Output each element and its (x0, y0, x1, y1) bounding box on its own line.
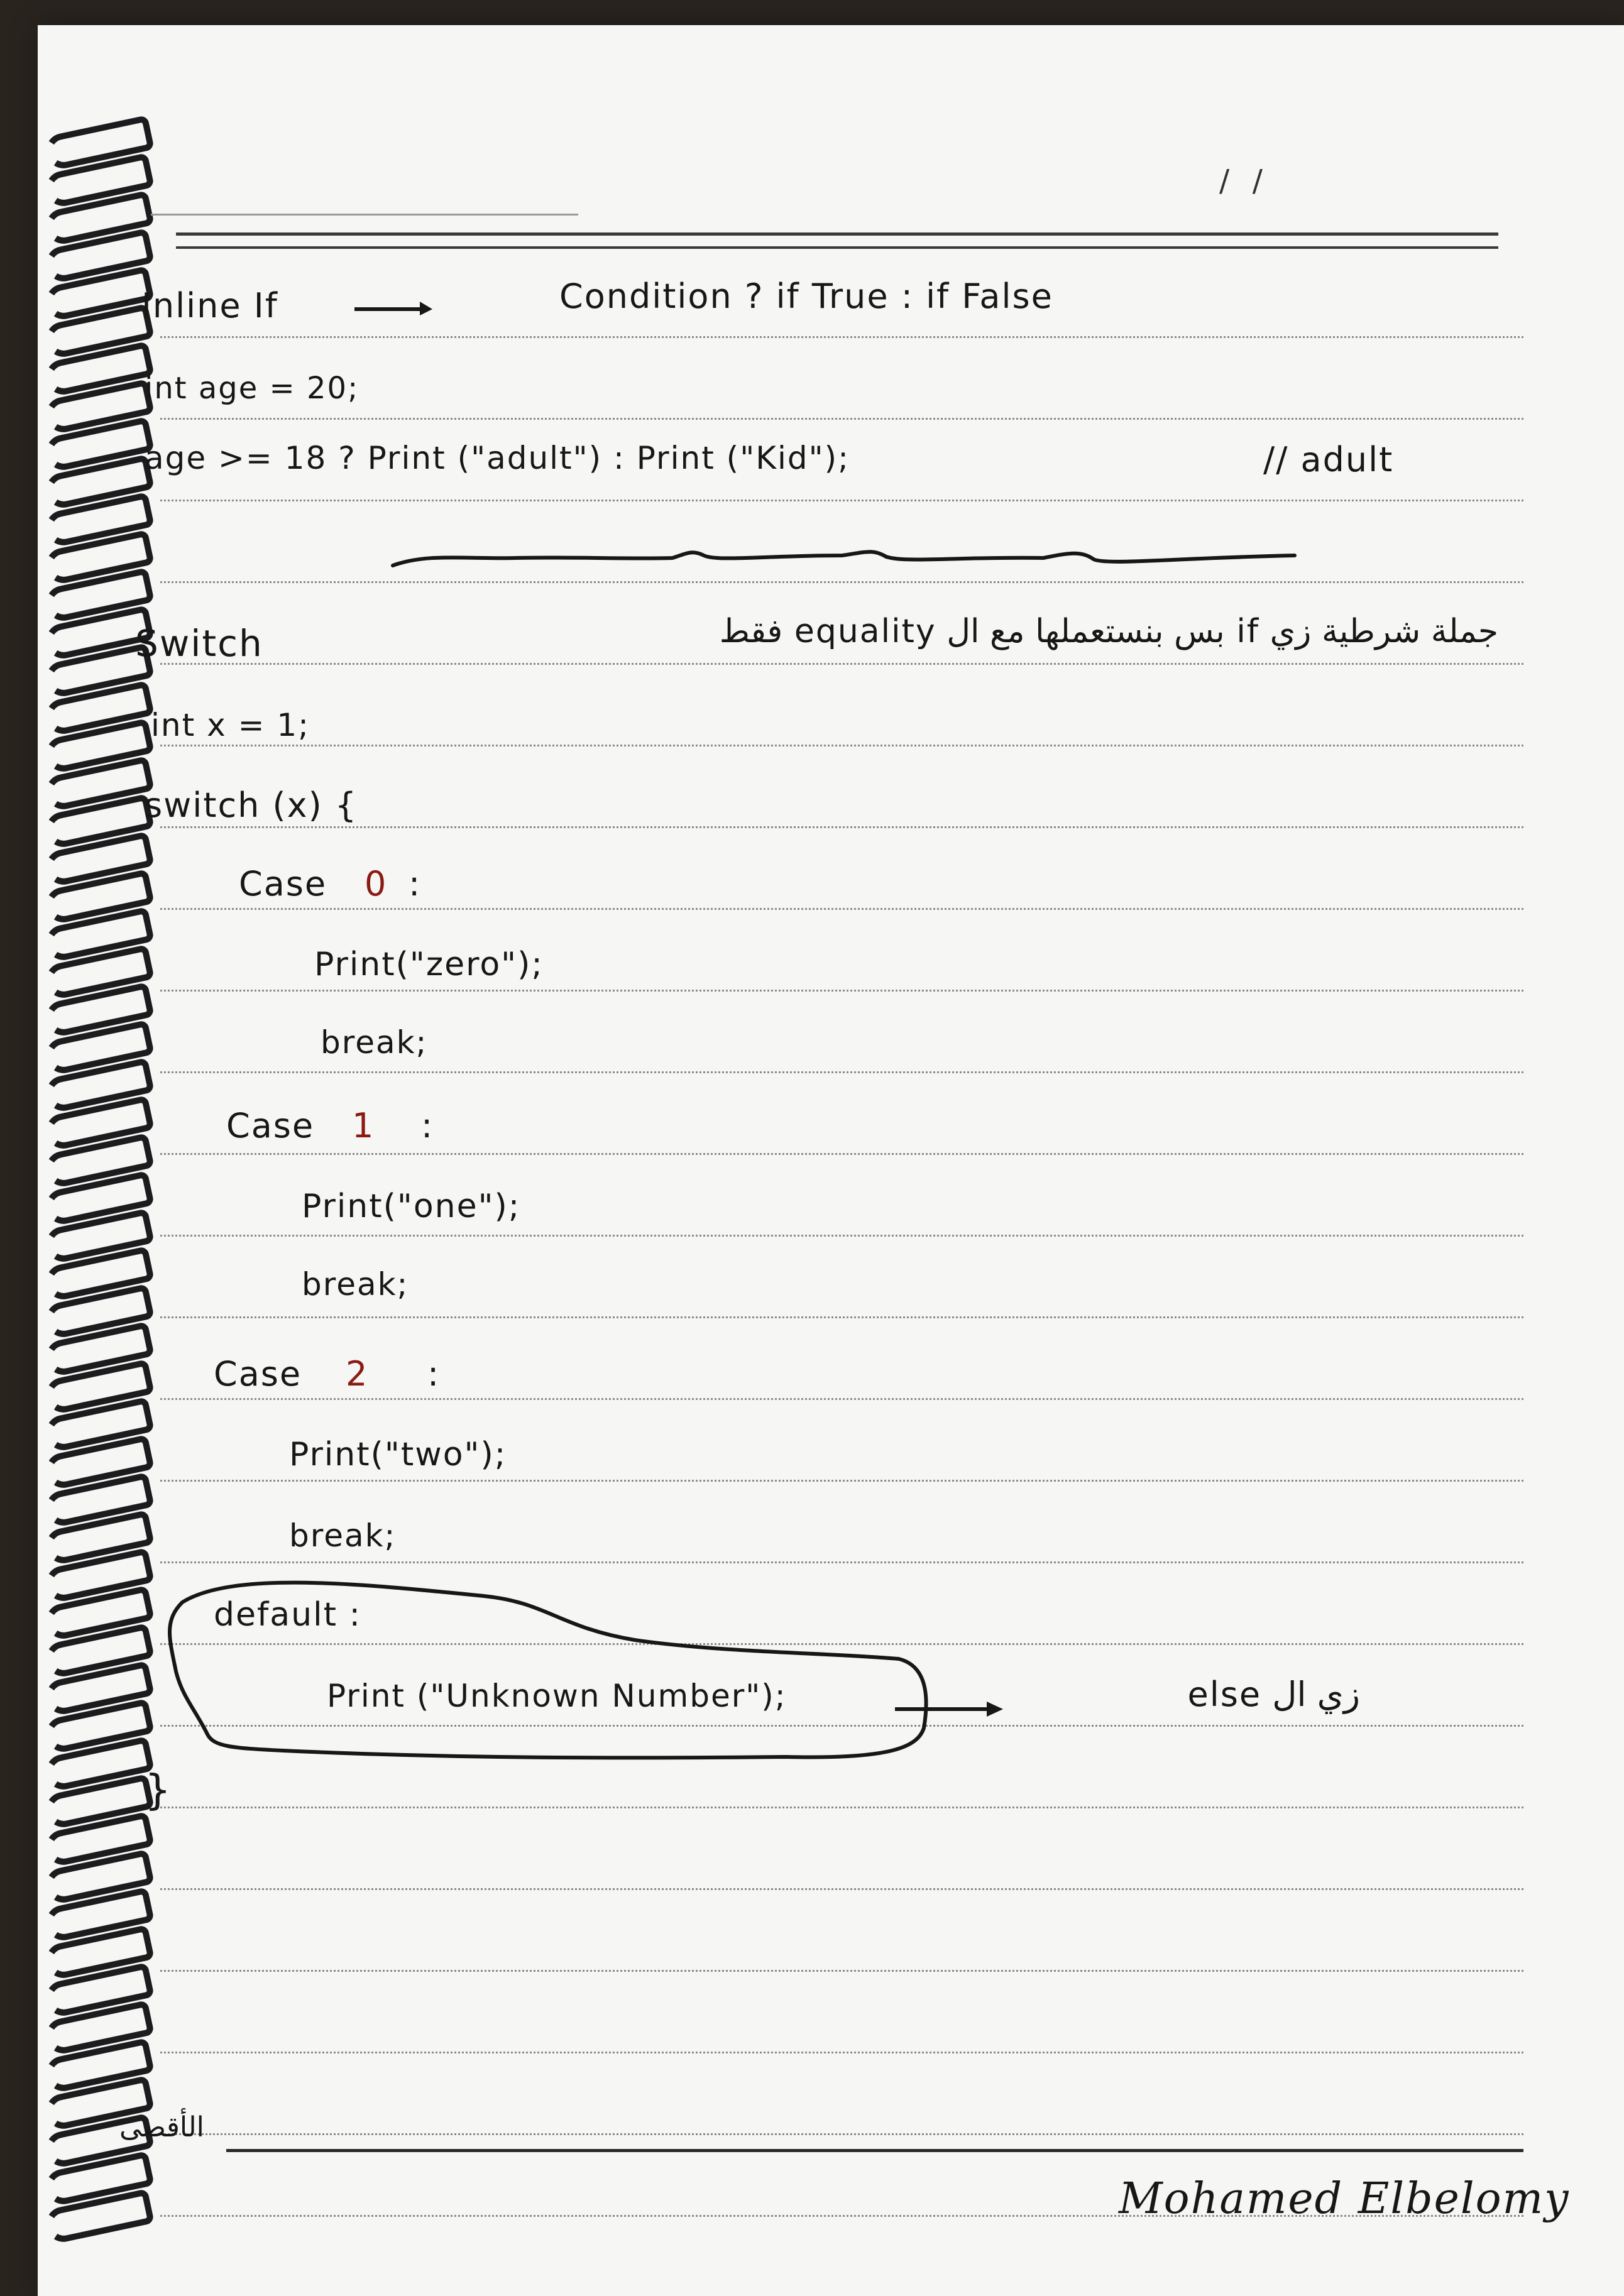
ruled-line (160, 1970, 1523, 1972)
spiral-binding (38, 114, 155, 2250)
case-break: break; (321, 1024, 428, 1061)
arrow-icon (352, 295, 434, 323)
case-value: 2 (346, 1354, 369, 1394)
case-colon: : (421, 1106, 434, 1145)
ruled-line (160, 908, 1523, 910)
page-marks: / / (1219, 163, 1264, 199)
switch-title: Switch (135, 622, 263, 665)
case-keyword: Case (239, 864, 327, 904)
ruled-line (160, 336, 1523, 338)
top-short-line (151, 214, 578, 216)
ruled-line (160, 990, 1523, 992)
ruled-line (160, 1807, 1523, 1808)
switch-arabic-note: جملة شرطية زي if بس بنستعملها مع ال equa… (719, 613, 1498, 650)
case-print: Print("two"); (289, 1436, 507, 1473)
ruled-line (160, 1153, 1523, 1155)
ruled-line (160, 2215, 1523, 2217)
switch-open: switch (x) { (145, 785, 358, 825)
case-print: Print("zero"); (314, 946, 544, 983)
case-value: 0 (365, 864, 388, 904)
ruled-line (160, 663, 1523, 665)
signature: Mohamed Elbelomy (1119, 2174, 1570, 2224)
top-double-rule-2 (176, 246, 1498, 249)
ruled-line (160, 1071, 1523, 1073)
top-double-rule (176, 232, 1498, 236)
case-print: Print("one"); (302, 1188, 521, 1225)
default-print: Print ("Unknown Number"); (327, 1678, 787, 1714)
x-declaration: int x = 1; (151, 707, 310, 743)
default-label: default : (214, 1596, 362, 1634)
case-break: break; (289, 1517, 397, 1554)
else-note: زي ال else (1187, 1675, 1360, 1714)
ruled-line (160, 500, 1523, 501)
ruled-line (160, 745, 1523, 746)
ruled-line (160, 1888, 1523, 1890)
ruled-line (160, 1235, 1523, 1237)
ruled-line (160, 1561, 1523, 1563)
ruled-line (160, 2052, 1523, 2053)
case-keyword: Case (214, 1354, 302, 1394)
arrow-icon (892, 1697, 1006, 1724)
case-colon: : (409, 864, 422, 904)
ruled-line (160, 418, 1523, 420)
ruled-line (160, 826, 1523, 828)
inline-if-comment: // adult (1263, 440, 1394, 479)
inline-if-example: age >= 18 ? Print ("adult") : Print ("Ki… (145, 440, 850, 476)
inline-if-label: Inline If (141, 286, 278, 325)
ruled-line (160, 1480, 1523, 1482)
notebook-page: / / Inline If Condition ? if True : if F… (38, 25, 1624, 2296)
ruled-line (160, 1643, 1523, 1645)
case-keyword: Case (226, 1106, 315, 1145)
inline-if-syntax: Condition ? if True : if False (559, 276, 1053, 316)
ruled-line (160, 581, 1523, 583)
switch-close: } (145, 1766, 172, 1814)
brand-logo: الأقصى (119, 2111, 204, 2143)
default-outline (157, 1558, 949, 1774)
case-colon: : (427, 1354, 441, 1394)
footer-line (226, 2149, 1523, 2152)
case-value: 1 (352, 1106, 375, 1145)
age-declaration: int age = 20; (145, 371, 359, 406)
ruled-line (160, 2133, 1523, 2135)
ruled-line (160, 1398, 1523, 1400)
ruled-line (160, 1725, 1523, 1727)
case-break: break; (302, 1266, 409, 1303)
ruled-line (160, 1316, 1523, 1318)
